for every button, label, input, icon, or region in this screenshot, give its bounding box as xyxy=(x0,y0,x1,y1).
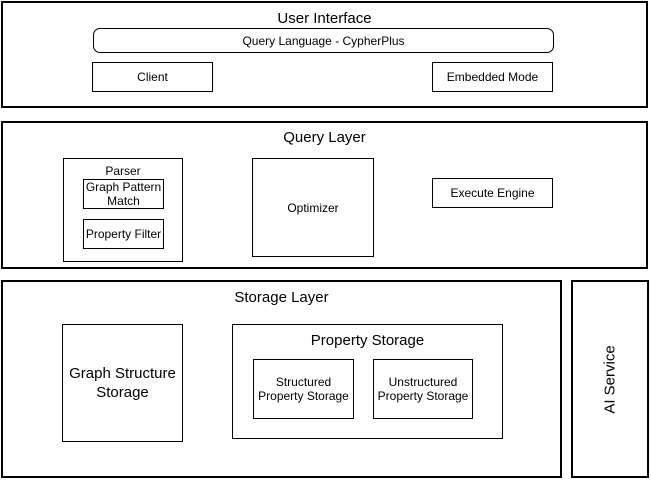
execute-engine-label: Execute Engine xyxy=(450,186,535,200)
property-storage-box: Property Storage Structured Property Sto… xyxy=(232,324,503,439)
client-box: Client xyxy=(92,62,213,92)
graph-pattern-match-box: Graph Pattern Match xyxy=(83,179,164,209)
user-interface-layer-title: User Interface xyxy=(277,10,372,27)
execute-engine-box: Execute Engine xyxy=(432,178,553,208)
optimizer-label: Optimizer xyxy=(287,200,339,215)
embedded-mode-label: Embedded Mode xyxy=(446,70,539,84)
user-interface-layer-box: User Interface Query Language - CypherPl… xyxy=(1,1,648,108)
unstructured-property-storage-label: Unstructured Property Storage xyxy=(377,375,469,403)
query-layer-title: Query Layer xyxy=(283,129,366,146)
parser-title: Parser xyxy=(105,164,141,178)
structured-property-storage-label: Structured Property Storage xyxy=(258,375,349,403)
structured-property-storage-box: Structured Property Storage xyxy=(253,359,354,419)
unstructured-property-storage-box: Unstructured Property Storage xyxy=(373,359,473,419)
query-language-label: Query Language - CypherPlus xyxy=(242,33,405,48)
property-storage-title: Property Storage xyxy=(310,332,425,349)
storage-layer-title: Storage Layer xyxy=(234,289,329,306)
storage-layer-box: Storage Layer Graph Structure Storage Pr… xyxy=(1,280,562,478)
client-label: Client xyxy=(137,70,168,84)
parser-box: Parser Graph Pattern Match Property Filt… xyxy=(63,158,183,262)
graph-structure-storage-box: Graph Structure Storage xyxy=(62,324,183,442)
query-language-box: Query Language - CypherPlus xyxy=(93,28,554,53)
query-layer-box: Query Layer Parser Graph Pattern Match P… xyxy=(1,121,648,269)
graph-pattern-match-label: Graph Pattern Match xyxy=(85,180,162,208)
property-filter-box: Property Filter xyxy=(83,219,164,249)
optimizer-box: Optimizer xyxy=(252,158,374,257)
ai-service-box: AI Service xyxy=(571,280,649,478)
property-filter-label: Property Filter xyxy=(85,227,162,241)
graph-structure-storage-label: Graph Structure Storage xyxy=(69,365,176,401)
ai-service-label: AI Service xyxy=(601,344,619,414)
embedded-mode-box: Embedded Mode xyxy=(432,62,553,92)
